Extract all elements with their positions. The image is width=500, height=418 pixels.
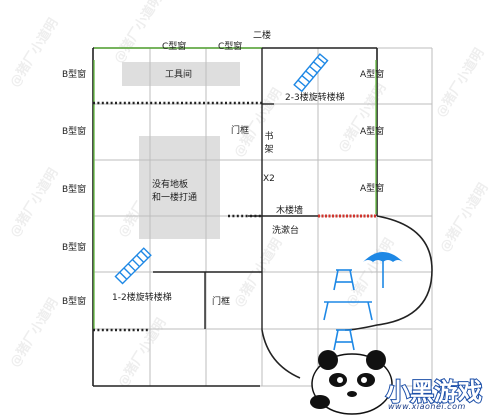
wood-stair-label: 木楼墙 <box>276 206 304 216</box>
window-label-c-left: C型窗 <box>162 42 187 52</box>
floor-title: 二楼 <box>253 31 272 41</box>
window-label-a-2: A型窗 <box>360 127 385 137</box>
window-label-b-4: B型窗 <box>62 243 87 253</box>
balcony-curve-lower <box>261 329 301 379</box>
balcony-curve <box>344 215 433 331</box>
window-label-a-1: A型窗 <box>360 70 385 80</box>
bookshelf-label: 书 架 <box>264 132 274 155</box>
site-logo-title: 小黑游戏 <box>385 377 483 407</box>
window-label-a-3: A型窗 <box>360 184 385 194</box>
door-frame-label-1: 门框 <box>231 126 250 136</box>
panda-mascot-icon <box>310 350 393 415</box>
spiral-stair-1-2-icon <box>114 247 152 285</box>
stair-1-2-label: 1-2楼旋转楼梯 <box>112 293 172 303</box>
window-lines <box>93 47 377 330</box>
stool-icon-2 <box>333 329 355 351</box>
site-logo-url: www.xiaohei.com <box>388 402 466 411</box>
interior-walls <box>153 48 318 330</box>
umbrella-icon <box>363 252 403 288</box>
dotted-walls <box>93 101 262 332</box>
tool-room-block <box>122 62 240 86</box>
window-label-b-1: B型窗 <box>62 70 87 80</box>
window-label-b-2: B型窗 <box>62 127 87 137</box>
window-label-b-5: B型窗 <box>62 297 87 307</box>
spiral-stair-2-3-icon <box>293 53 329 93</box>
stool-icon <box>333 269 355 291</box>
tool-room-label: 工具间 <box>165 70 193 80</box>
bookshelf-count-label: X2 <box>263 174 275 184</box>
window-label-c-right: C型窗 <box>218 42 243 52</box>
table-icon <box>323 301 373 321</box>
window-label-b-3: B型窗 <box>62 185 87 195</box>
stair-2-3-label: 2-3楼旋转楼梯 <box>285 93 345 103</box>
washbasin-label: 洗漱台 <box>272 226 300 236</box>
open-floor-label: 没有地板 和一楼打通 <box>152 180 198 203</box>
door-frame-label-2: 门框 <box>212 297 231 307</box>
